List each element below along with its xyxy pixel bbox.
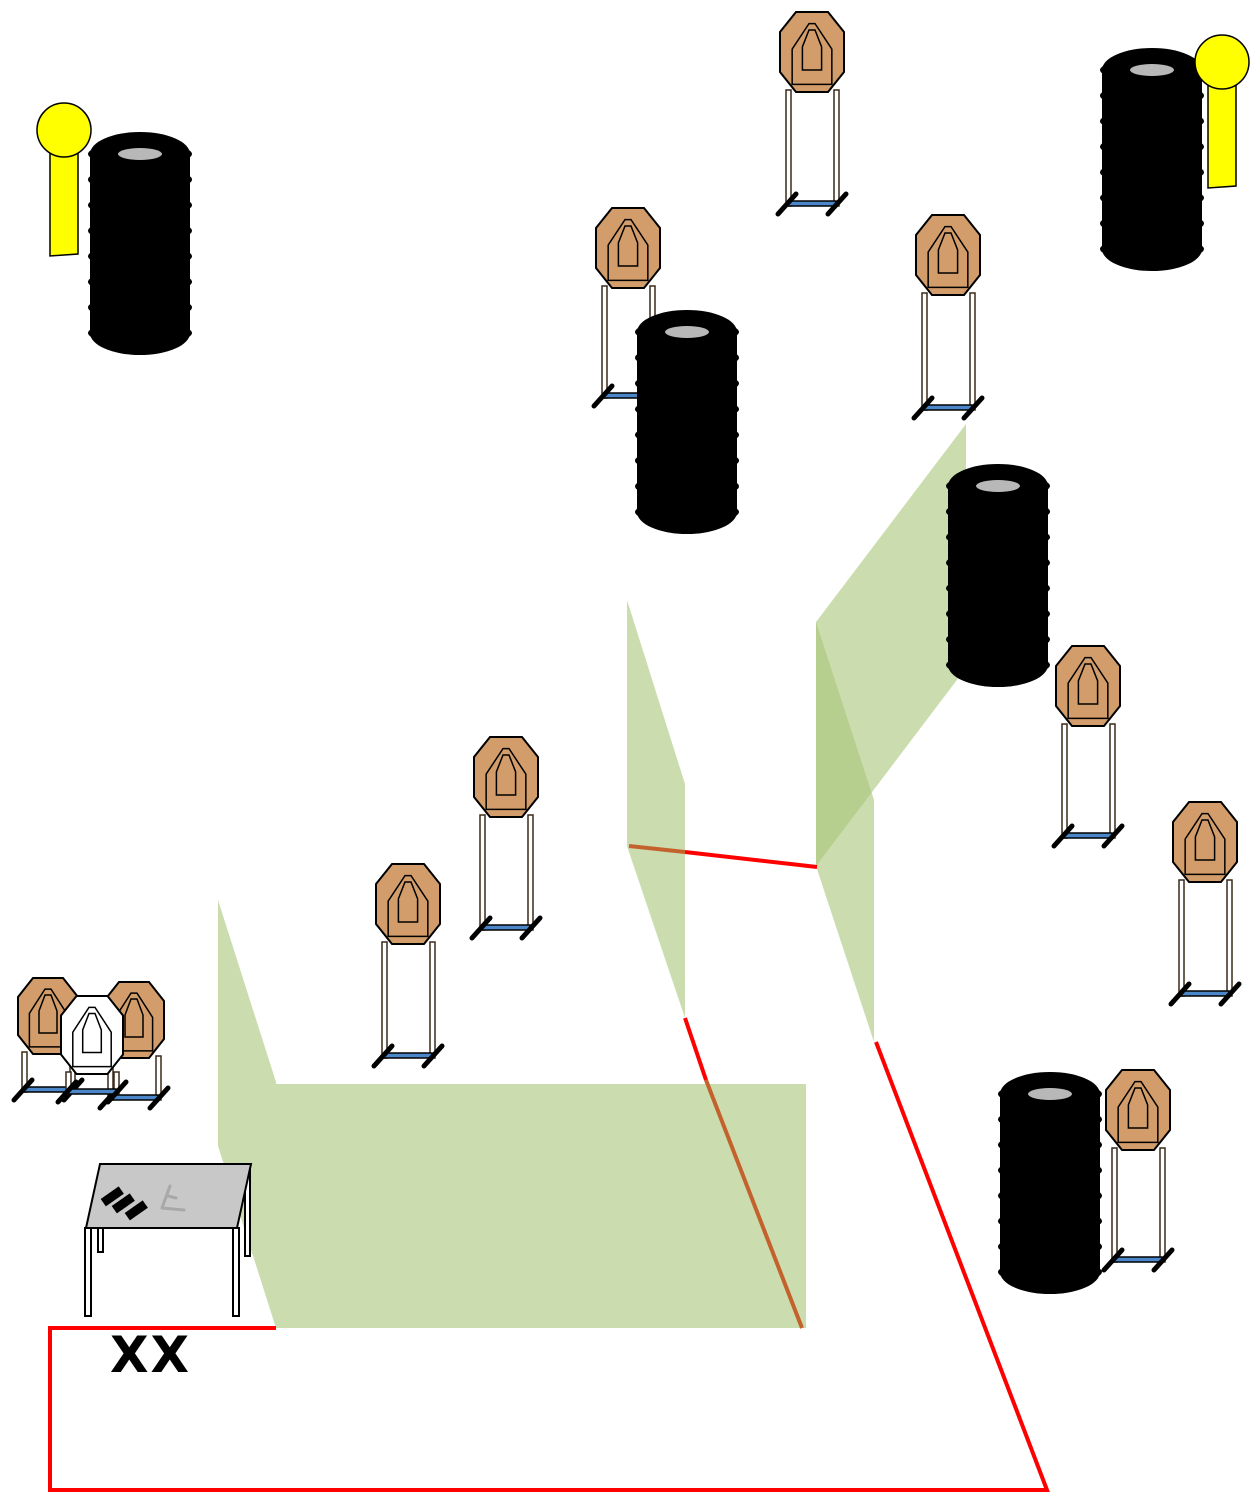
steel-poppers <box>36 34 1250 257</box>
pistol-icon <box>160 1184 186 1212</box>
fault-line-hidden-lower <box>704 1079 804 1329</box>
fault-lines <box>48 844 1050 1492</box>
octagon-target-icon <box>1101 1069 1175 1273</box>
tire-stack-barrel-icon <box>1100 48 1204 271</box>
wall-front-long <box>276 1084 806 1328</box>
octagon-target-icon <box>469 736 543 941</box>
shooting-area-boundary <box>48 1041 1050 1492</box>
tire-stack-barrel-icon <box>946 464 1050 687</box>
octagon-target-icon <box>1051 645 1125 849</box>
magazine-icon <box>100 1186 148 1221</box>
walls <box>218 424 966 1328</box>
start-position-label: XX <box>110 1326 191 1384</box>
steel-popper-icon <box>36 102 92 257</box>
tire-stack-barrel-icon <box>998 1072 1102 1294</box>
octagon-target-icon <box>371 863 445 1069</box>
octagon-target-icon <box>775 11 849 217</box>
target-stands <box>11 11 1242 1273</box>
octagon-target-icon <box>911 214 985 421</box>
start-table <box>84 1163 253 1317</box>
fault-line-hidden-upper <box>628 844 686 854</box>
tire-stack-barrel-icon <box>88 132 192 355</box>
no-shoot-target-icon <box>55 995 129 1105</box>
wall-right-upright <box>816 622 874 1042</box>
wall-middle <box>627 600 685 1018</box>
octagon-target-icon <box>1168 801 1242 1007</box>
tire-stack-barrel-icon <box>635 310 739 534</box>
wall-left-side <box>218 900 276 1328</box>
fault-line-upper <box>684 850 818 869</box>
fault-line-visible-lower <box>683 1017 708 1081</box>
steel-popper-icon <box>1194 34 1250 189</box>
barrels <box>88 48 1204 1294</box>
